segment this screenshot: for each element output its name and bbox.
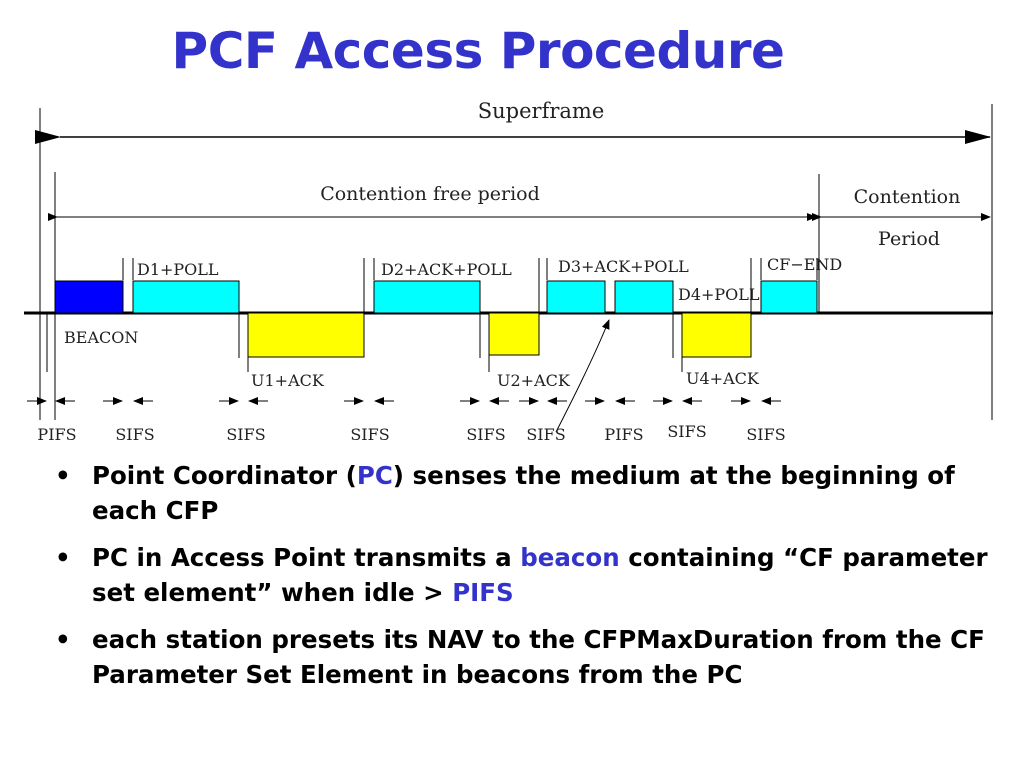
d2-ack-poll-frame — [373, 280, 481, 314]
page-title: PCF Access Procedure — [171, 22, 785, 80]
bullet-item: • each station presets its NAV to the CF… — [50, 622, 1000, 692]
cfend-label: CF−END — [767, 255, 842, 274]
d4-label: D4+POLL — [678, 285, 760, 304]
bullet-dot: • — [55, 461, 71, 490]
beacon-frame — [54, 280, 124, 314]
highlight-pifs: PIFS — [452, 578, 514, 607]
gap-label: SIFS — [226, 425, 265, 444]
u2-ack-frame — [488, 312, 540, 356]
d3-ack-poll-frame — [546, 280, 606, 314]
highlight-beacon: beacon — [520, 543, 620, 572]
bullet-dot: • — [55, 543, 71, 572]
cf-end-frame — [760, 280, 818, 314]
bullet-item: • Point Coordinator (PC) senses the medi… — [50, 458, 1000, 528]
gap-label: SIFS — [746, 425, 785, 444]
superframe-label: Superframe — [478, 99, 605, 123]
pcf-timing-diagram: Superframe Contention free period Conten… — [24, 99, 993, 444]
u2-label: U2+ACK — [497, 371, 571, 390]
d4-poll-frame — [614, 280, 674, 314]
gap-label: SIFS — [115, 425, 154, 444]
d1-poll-frame — [132, 280, 240, 314]
gap-label: SIFS — [667, 422, 706, 441]
gap-label: SIFS — [526, 425, 565, 444]
cp-label-line2: Period — [878, 228, 940, 250]
gap-label: SIFS — [466, 425, 505, 444]
u1-label: U1+ACK — [251, 371, 325, 390]
highlight-pc: PC — [356, 461, 393, 490]
frame-ticks — [46, 258, 818, 372]
pointer-arrow — [555, 319, 610, 433]
gap-label: PIFS — [37, 425, 76, 444]
d1-label: D1+POLL — [137, 260, 219, 279]
bullet-item: • PC in Access Point transmits a beacon … — [50, 540, 1000, 610]
cp-label-line1: Contention — [854, 186, 961, 208]
beacon-label: BEACON — [64, 328, 138, 347]
u1-ack-frame — [247, 312, 365, 358]
gap-label: PIFS — [604, 425, 643, 444]
bullet-list: • Point Coordinator (PC) senses the medi… — [50, 458, 1000, 704]
d3-label: D3+ACK+POLL — [558, 257, 689, 276]
d2-label: D2+ACK+POLL — [381, 260, 512, 279]
u4-ack-frame — [681, 312, 752, 358]
bullet-dot: • — [55, 625, 71, 654]
gap-label: SIFS — [350, 425, 389, 444]
cfp-label: Contention free period — [320, 183, 540, 205]
u4-label: U4+ACK — [686, 369, 760, 388]
